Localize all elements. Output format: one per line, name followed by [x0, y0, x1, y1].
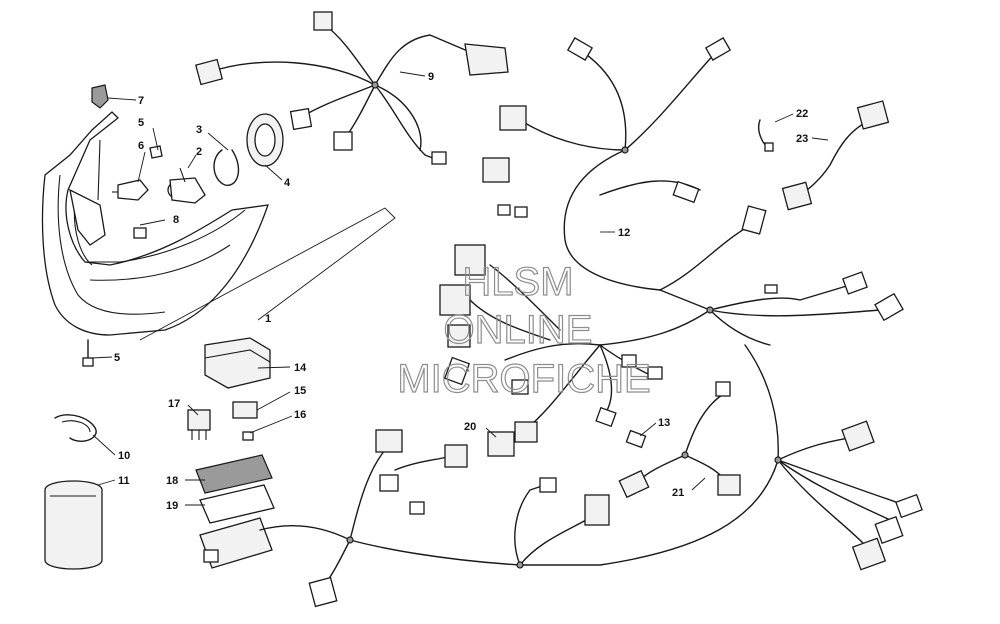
- watermark-line-3: MICROFICHE: [397, 357, 650, 401]
- relay-14: [204, 337, 271, 389]
- harness-12-connectors: [308, 37, 923, 608]
- fuse-label-18: [195, 454, 273, 494]
- relay-17: [187, 409, 211, 440]
- bulb-cover: [246, 113, 284, 167]
- callout-23: 23: [796, 133, 808, 145]
- harness-9: [209, 24, 471, 161]
- callout-8: 8: [173, 214, 179, 226]
- headlight-assembly: [41, 111, 269, 336]
- callout-7: 7: [138, 95, 144, 107]
- callout-20: 20: [464, 421, 476, 433]
- bulb-socket: [112, 179, 149, 201]
- connector-20: [487, 431, 515, 457]
- sensor-harness-23: [781, 100, 890, 211]
- callout-18: 18: [166, 475, 178, 487]
- fuse-box: [199, 517, 273, 569]
- callout-12: 12: [618, 227, 630, 239]
- callout-9: 9: [428, 71, 434, 83]
- callout-14: 14: [294, 362, 307, 374]
- callout-10: 10: [118, 450, 130, 462]
- fuse-16: [242, 431, 254, 441]
- screw-upper: [149, 145, 163, 159]
- retainer-ring-10: [54, 414, 97, 442]
- callout-16: 16: [294, 409, 306, 421]
- harness-9-connectors: [194, 11, 509, 165]
- fuse-cover-19: [199, 484, 275, 524]
- harness-21: [618, 381, 741, 499]
- mounting-clip: [91, 84, 109, 109]
- callout-1: 1: [265, 313, 271, 325]
- callout-2: 2: [196, 146, 202, 158]
- callout-13: 13: [658, 417, 670, 429]
- position-lamp-bulb: [133, 227, 147, 239]
- watermark-line-1: HLSM: [462, 260, 573, 304]
- callout-4: 4: [284, 177, 291, 189]
- fuse-15: [232, 401, 258, 419]
- callout-21: 21: [672, 487, 684, 499]
- callout-5-upper: 5: [138, 117, 144, 129]
- callout-19: 19: [166, 500, 178, 512]
- leader-lines: [91, 71, 829, 506]
- headlight-bulb: [167, 167, 206, 204]
- watermark: HLSM ONLINE MICROFICHE: [397, 259, 652, 401]
- callout-3: 3: [196, 124, 202, 136]
- callout-6: 6: [138, 140, 144, 152]
- connector-13: [625, 429, 647, 449]
- watermark-line-2: ONLINE: [444, 308, 593, 352]
- callout-22: 22: [796, 108, 808, 120]
- protective-sleeve-11: [44, 480, 103, 570]
- callout-17: 17: [168, 398, 180, 410]
- cable-strap-22: [758, 119, 774, 152]
- screw-lower: [82, 339, 94, 367]
- callout-labels: 1 2 3 4 5 5 6 7 8 9 10 11 12 13 14 15 16…: [114, 71, 808, 512]
- callout-11: 11: [118, 475, 130, 487]
- callout-15: 15: [294, 385, 306, 397]
- callout-5-lower: 5: [114, 352, 120, 364]
- retaining-ring: [213, 149, 240, 186]
